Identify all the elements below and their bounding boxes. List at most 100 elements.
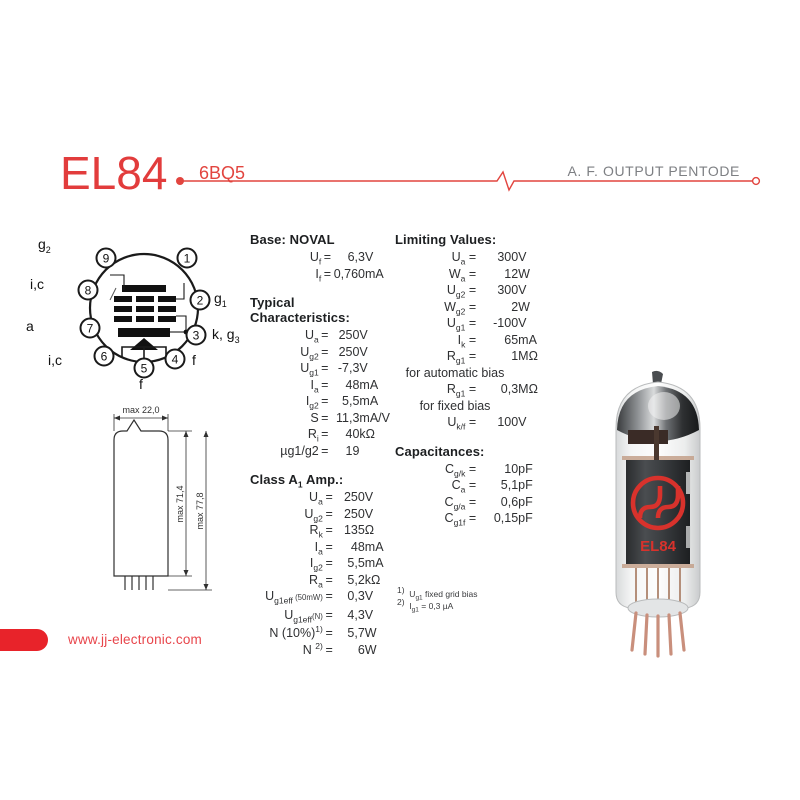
row-value: 12 [504, 266, 519, 281]
row-value: 0,3 [347, 589, 365, 603]
base-heading: Base: NOVAL [250, 232, 335, 247]
row-unit: mA [518, 332, 537, 347]
pin-number-7: 7 [87, 322, 94, 336]
row-equals: = [325, 626, 333, 640]
pin-number-2: 2 [197, 294, 204, 308]
dimension-drawing: max 22,0 max 71,4 max 77,8 [96, 405, 230, 606]
row-unit: pF [518, 511, 533, 525]
row-value: 2 [511, 299, 519, 314]
row-equals: = [468, 299, 477, 314]
row-symbol: Ig2 [309, 556, 323, 573]
footer-accent-bar [0, 629, 48, 651]
row-equals: = [468, 250, 477, 264]
dimension-height-label: max 71,4 [175, 485, 185, 522]
tube-photograph: EL84 [592, 368, 724, 668]
row-note-text: for fixed bias [419, 398, 491, 413]
row-unit: kΩ [364, 572, 381, 587]
row-unit: mA [364, 539, 384, 554]
row-symbol: Wa [448, 266, 466, 283]
row-value: 0,760 [333, 266, 365, 281]
row-unit: mA [359, 394, 379, 408]
pin-label-f-4: f [192, 352, 196, 368]
row-equals: = [468, 382, 477, 396]
row-value: 5,7 [347, 626, 365, 640]
row-value: 5,1 [500, 478, 519, 492]
row-unit: MΩ [518, 382, 538, 396]
typical-heading: Typical Characteristics: [250, 295, 350, 325]
row-value: 250 [343, 506, 365, 521]
row-symbol: Ia [310, 377, 319, 394]
row-unit: Ω [364, 523, 375, 537]
row-symbol: N 2) [302, 640, 323, 657]
row-value: 135 [343, 523, 365, 537]
footnote-1: 1) Ug1 fixed grid bias [397, 585, 478, 602]
row-equals: = [468, 415, 477, 429]
pin-label-k-g3: k, g3 [212, 326, 240, 345]
row-equals: = [321, 377, 329, 392]
row-value: -100 [493, 316, 519, 330]
row-value: 0,15 [493, 511, 519, 525]
row-value: 5,5 [342, 394, 360, 408]
row-symbol: Wg2 [444, 299, 466, 316]
row-note-text: for automatic bias [405, 365, 505, 380]
pin-label-ic-8: i,c [30, 276, 44, 292]
pin-label-g2: g2 [38, 236, 51, 255]
row-equals: = [325, 607, 333, 622]
row-unit: W [518, 299, 530, 314]
pin-number-8: 8 [85, 284, 92, 298]
row-equals: = [325, 539, 333, 554]
tube-type-marking: EL84 [640, 538, 677, 555]
row-value: -7,3 [337, 361, 360, 375]
row-unit: V [518, 316, 527, 330]
pin-label-f-5: f [139, 376, 143, 392]
row-equals: = [468, 283, 477, 297]
row-unit: V [359, 328, 368, 342]
row-symbol: Ua [305, 328, 319, 345]
row-value: 48 [350, 539, 365, 554]
row-equals: = [468, 494, 477, 509]
row-value: 300 [497, 250, 519, 264]
row-value: 10 [504, 461, 519, 476]
pin-number-1: 1 [184, 252, 191, 266]
row-value: 48 [345, 377, 360, 392]
row-symbol: Ug1 [300, 361, 319, 378]
pin-diagram: 1 2 3 4 5 6 7 8 9 g2 i,c a i,c f f k, g3… [26, 228, 244, 393]
row-equals: = [325, 490, 333, 504]
row-value: 250 [338, 344, 360, 359]
pin-label-g1: g1 [214, 290, 227, 309]
row-symbol: Ug2 [304, 506, 323, 523]
pin-number-4: 4 [172, 353, 179, 367]
row-equals: = [468, 266, 477, 281]
row-equals: = [325, 572, 333, 587]
row-unit: pF [518, 478, 533, 492]
row-symbol: If [315, 266, 322, 283]
footer-website-url[interactable]: www.jj-electronic.com [68, 632, 202, 647]
row-equals: = [325, 589, 333, 603]
page-title: EL84 [60, 147, 168, 199]
pin-number-3: 3 [193, 329, 200, 343]
row-symbol: µg1/g2 [280, 443, 319, 458]
row-equals: = [468, 349, 477, 363]
row-symbol: Ua [309, 490, 323, 507]
row-symbol: N (10%)1) [269, 623, 323, 640]
row-unit: pF [518, 461, 533, 476]
row-equals: = [468, 316, 477, 330]
